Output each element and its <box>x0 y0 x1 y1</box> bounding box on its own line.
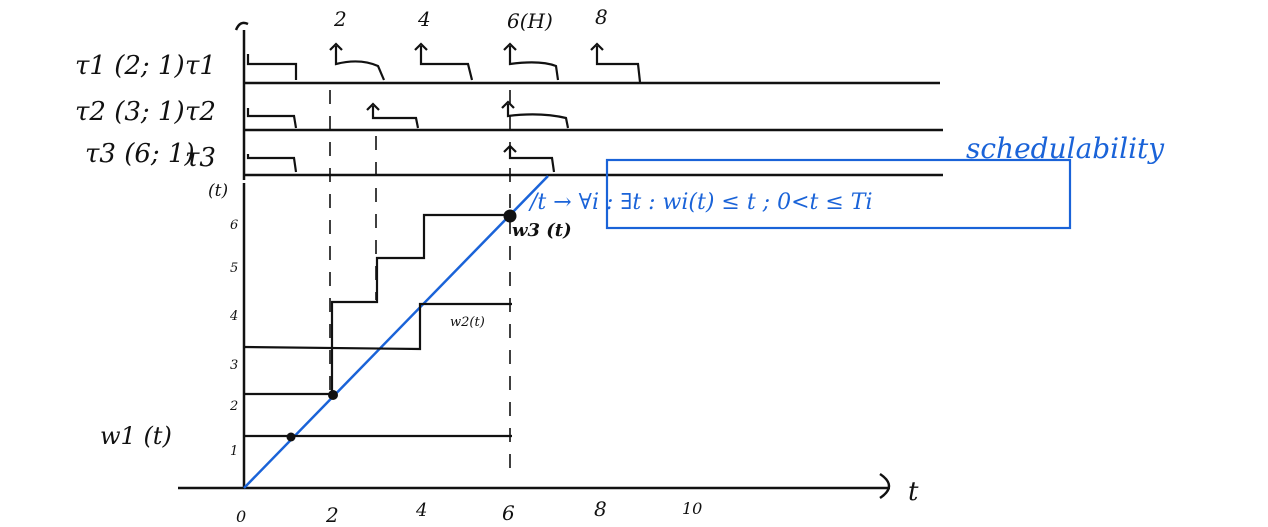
task2-release-arrow-2 <box>501 100 515 109</box>
y-tick-5: 5 <box>230 261 238 276</box>
dashed-guides <box>329 90 511 480</box>
task-3-short: τ3 <box>185 143 216 173</box>
x-tick-8: 8 <box>594 497 607 521</box>
w3-label: w3 (t) <box>512 220 572 241</box>
timeline-tick-8: 8 <box>595 5 608 29</box>
x-tick-0: 0 <box>236 507 246 526</box>
w2-label: w2(t) <box>450 315 485 330</box>
x-tick-2: 2 <box>325 503 339 527</box>
x-tick-10: 10 <box>682 499 702 518</box>
task1-release-arrow-4 <box>590 42 604 51</box>
x-tick-6: 6 <box>502 501 515 525</box>
task1-job-2 <box>419 46 474 81</box>
task1-job-1 <box>334 46 386 81</box>
x-axis-label: t <box>908 477 919 507</box>
task-1-short: τ1 <box>185 51 216 81</box>
condition-box <box>605 158 1072 230</box>
y-tick-1: 1 <box>230 444 238 459</box>
task3-jobs <box>246 144 556 173</box>
y-axis-label: (t) <box>208 181 228 201</box>
task3-job-1 <box>508 148 556 173</box>
task1-job-0 <box>246 54 298 80</box>
task1-job-3 <box>508 46 560 81</box>
task2-job-0 <box>246 108 298 129</box>
w3-intersection-point-1 <box>328 390 338 400</box>
timeline-tick-2: 2 <box>333 7 347 31</box>
task-2-short: τ2 <box>185 97 216 127</box>
condition-text: /t → ∀i : ∃t : wi(t) ≤ t ; 0<t ≤ Ti <box>528 190 873 215</box>
w3-step-function <box>244 213 512 396</box>
task2-jobs <box>246 100 570 129</box>
w1-label: w1 (t) <box>100 422 172 450</box>
y-tick-2: 2 <box>229 399 238 414</box>
task2-release-arrow-1 <box>366 102 380 111</box>
task1-release-arrow-1 <box>329 42 343 51</box>
task1-release-arrow-3 <box>503 42 517 51</box>
timeline-tick-6H: 6(H) <box>507 9 553 33</box>
task-3-label: τ3 (6; 1) <box>85 139 195 169</box>
y-tick-4: 4 <box>229 309 238 324</box>
x-axis-arrow <box>879 472 891 500</box>
w3-intersection-point-2 <box>503 209 517 223</box>
y-tick-6: 6 <box>230 218 238 233</box>
task1-jobs <box>246 42 642 83</box>
task-2-label: τ2 (3; 1) <box>75 97 185 127</box>
task2-job-1 <box>371 106 420 129</box>
task3-job-0 <box>246 154 298 173</box>
task2-job-2 <box>506 104 570 129</box>
x-tick-4: 4 <box>415 500 427 521</box>
task-1-label: τ1 (2; 1) <box>75 51 185 81</box>
task1-release-arrow-2 <box>414 42 428 51</box>
verdict-text: schedulability <box>966 132 1165 165</box>
timeline-tick-4: 4 <box>417 7 431 31</box>
timeline-axis-arrow <box>234 21 249 31</box>
task1-job-4 <box>595 46 642 83</box>
w1-intersection-point <box>286 432 296 442</box>
y-tick-3: 3 <box>230 358 238 373</box>
